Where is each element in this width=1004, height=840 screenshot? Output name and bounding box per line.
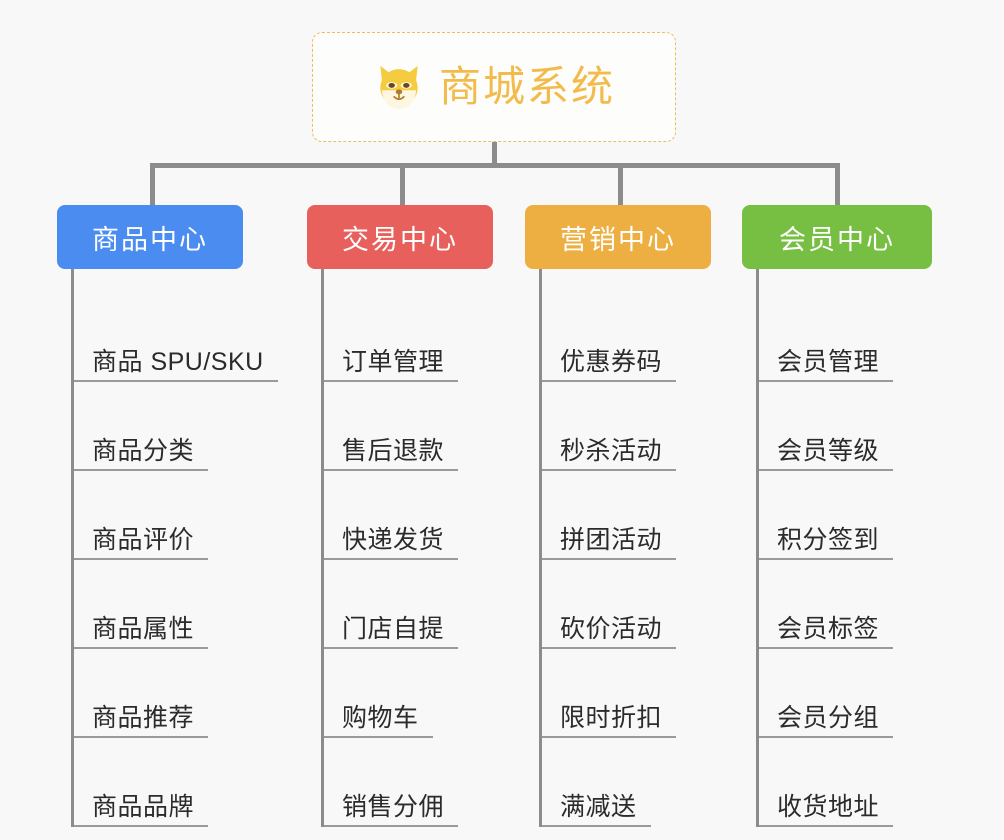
leaf-item-label: 订单管理 (342, 347, 445, 376)
leaf-item-label: 会员等级 (777, 436, 880, 465)
branch-column-2: 交易中心 订单管理售后退款快递发货门店自提购物车销售分佣 (307, 205, 539, 827)
leaf-item-label: 商品品牌 (92, 792, 195, 821)
leaf-item-underline (542, 736, 676, 738)
leaf-item-underline (74, 736, 208, 738)
leaf-item-label: 商品属性 (92, 614, 195, 643)
leaf-item[interactable]: 购物车 (324, 649, 539, 738)
leaf-item[interactable]: 门店自提 (324, 560, 539, 649)
leaf-item[interactable]: 商品属性 (74, 560, 289, 649)
leaf-item-label: 会员标签 (777, 614, 880, 643)
leaf-item[interactable]: 会员标签 (759, 560, 974, 649)
leaf-item[interactable]: 会员等级 (759, 382, 974, 471)
leaf-item[interactable]: 会员管理 (759, 293, 974, 382)
leaf-list-2: 订单管理售后退款快递发货门店自提购物车销售分佣 (321, 269, 539, 827)
leaf-item[interactable]: 砍价活动 (542, 560, 757, 649)
leaf-item[interactable]: 限时折扣 (542, 649, 757, 738)
leaf-item[interactable]: 快递发货 (324, 471, 539, 560)
leaf-item-underline (74, 825, 208, 827)
branch-header-3[interactable]: 营销中心 (525, 205, 711, 269)
leaf-item-label: 拼团活动 (560, 525, 663, 554)
leaf-item-label: 门店自提 (342, 614, 445, 643)
leaf-item-underline (74, 558, 208, 560)
leaf-item-label: 快递发货 (342, 525, 445, 554)
leaf-item[interactable]: 商品推荐 (74, 649, 289, 738)
leaf-item-label: 商品推荐 (92, 703, 195, 732)
leaf-item-underline (759, 558, 893, 560)
leaf-item-label: 会员分组 (777, 703, 880, 732)
leaf-item[interactable]: 拼团活动 (542, 471, 757, 560)
leaf-list-1: 商品 SPU/SKU 商品分类商品评价商品属性商品推荐商品品牌 (71, 269, 289, 827)
connector-root-stem (492, 142, 497, 166)
branch-column-4: 会员中心 会员管理会员等级积分签到会员标签会员分组收货地址 (742, 205, 974, 827)
leaf-item[interactable]: 会员分组 (759, 649, 974, 738)
leaf-item-underline (759, 380, 893, 382)
leaf-item[interactable]: 商品品牌 (74, 738, 289, 827)
leaf-item-label: 商品 SPU/SKU (92, 347, 264, 376)
branch-column-1: 商品中心 商品 SPU/SKU 商品分类商品评价商品属性商品推荐商品品牌 (57, 205, 289, 827)
leaf-item[interactable]: 优惠券码 (542, 293, 757, 382)
connector-horizontal-bus (150, 163, 840, 168)
leaf-item-label: 限时折扣 (560, 703, 663, 732)
leaf-item[interactable]: 售后退款 (324, 382, 539, 471)
leaf-item-underline (542, 647, 676, 649)
root-node[interactable]: 商城系统 (312, 32, 676, 142)
leaf-item-label: 会员管理 (777, 347, 880, 376)
leaf-item-underline (542, 469, 676, 471)
shiba-dog-face-icon (380, 65, 418, 109)
branch-column-3: 营销中心 优惠券码秒杀活动拼团活动砍价活动限时折扣满减送 (525, 205, 757, 827)
leaf-item-label: 销售分佣 (342, 792, 445, 821)
leaf-item[interactable]: 商品 SPU/SKU (74, 293, 289, 382)
leaf-item[interactable]: 收货地址 (759, 738, 974, 827)
leaf-item-label: 秒杀活动 (560, 436, 663, 465)
leaf-item-underline (759, 469, 893, 471)
branch-header-4[interactable]: 会员中心 (742, 205, 932, 269)
leaf-item-underline (542, 558, 676, 560)
leaf-item[interactable]: 订单管理 (324, 293, 539, 382)
leaf-list-3: 优惠券码秒杀活动拼团活动砍价活动限时折扣满减送 (539, 269, 757, 827)
leaf-item-underline (324, 825, 458, 827)
leaf-item-underline (759, 647, 893, 649)
root-title: 商城系统 (438, 63, 615, 110)
leaf-item-underline (324, 558, 458, 560)
leaf-item[interactable]: 商品分类 (74, 382, 289, 471)
leaf-item-label: 收货地址 (777, 792, 880, 821)
leaf-item-underline (324, 736, 433, 738)
leaf-item[interactable]: 商品评价 (74, 471, 289, 560)
leaf-item[interactable]: 销售分佣 (324, 738, 539, 827)
leaf-item-underline (74, 647, 208, 649)
leaf-item-label: 砍价活动 (560, 614, 663, 643)
leaf-item-underline (324, 380, 458, 382)
leaf-item-underline (759, 736, 893, 738)
leaf-item-label: 积分签到 (777, 525, 880, 554)
leaf-item-label: 优惠券码 (560, 347, 663, 376)
branch-header-2[interactable]: 交易中心 (307, 205, 493, 269)
leaf-item-label: 满减送 (560, 792, 637, 821)
leaf-item-label: 购物车 (342, 703, 419, 732)
leaf-item-underline (542, 380, 676, 382)
leaf-item[interactable]: 秒杀活动 (542, 382, 757, 471)
leaf-item-underline (759, 825, 893, 827)
branch-header-1[interactable]: 商品中心 (57, 205, 243, 269)
leaf-item-underline (74, 469, 208, 471)
connector-drop-1 (150, 163, 155, 205)
leaf-item[interactable]: 满减送 (542, 738, 757, 827)
connector-drop-4 (835, 163, 840, 205)
leaf-item-underline (324, 469, 458, 471)
connector-drop-2 (400, 163, 405, 205)
leaf-item-label: 售后退款 (342, 436, 445, 465)
leaf-item-underline (324, 647, 458, 649)
leaf-list-4: 会员管理会员等级积分签到会员标签会员分组收货地址 (756, 269, 974, 827)
leaf-item-label: 商品评价 (92, 525, 195, 554)
leaf-item-underline (74, 380, 278, 382)
leaf-item[interactable]: 积分签到 (759, 471, 974, 560)
leaf-item-underline (542, 825, 651, 827)
leaf-item-label: 商品分类 (92, 436, 195, 465)
connector-drop-3 (618, 163, 623, 205)
